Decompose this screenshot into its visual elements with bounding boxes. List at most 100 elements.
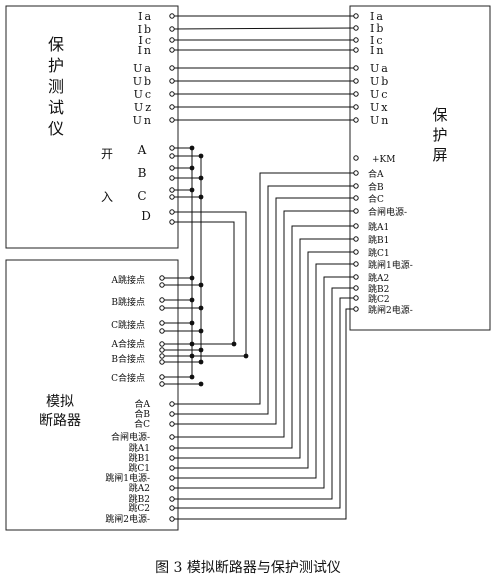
terminal (169, 505, 175, 511)
terminal (353, 261, 359, 267)
terminal-label: 跳C1 (368, 247, 390, 259)
terminal-label: Ib (370, 22, 385, 35)
terminal (353, 65, 359, 71)
junction-dot (198, 381, 204, 387)
terminal (169, 26, 175, 32)
junction-dot (198, 282, 204, 288)
relay-title-char: 护 (432, 126, 447, 144)
terminal (353, 183, 359, 189)
junction-dot (189, 353, 195, 359)
terminal (159, 341, 165, 347)
junction-dot (198, 175, 204, 181)
terminal-label: 跳B1 (368, 234, 389, 246)
terminal-label: 跳B2 (368, 283, 389, 295)
terminal (159, 305, 165, 311)
terminal-label: 合C (368, 193, 384, 205)
terminal-label: C合接点 (111, 372, 145, 384)
terminal-label: 跳B2 (129, 493, 150, 505)
wire (172, 308, 356, 520)
terminal-label: B跳接点 (111, 296, 145, 308)
terminal (169, 219, 175, 225)
breaker-box (5, 259, 179, 531)
terminal-label: C (137, 189, 146, 203)
relay-title-char: 保 (432, 106, 447, 124)
junction-dot (189, 165, 195, 171)
wire (172, 221, 235, 344)
terminal-label: 跳闸1电源- (105, 472, 150, 484)
binary-in-label-bottom: 入 (101, 190, 113, 204)
terminal (169, 421, 175, 427)
junction-dot (198, 359, 204, 365)
terminal (353, 155, 359, 161)
terminal (353, 274, 359, 280)
wire (172, 287, 356, 500)
terminal-label: Uc (134, 88, 153, 101)
wire (172, 197, 356, 425)
terminal (169, 411, 175, 417)
terminal (169, 209, 175, 215)
terminal (169, 165, 175, 171)
terminal-label: A合接点 (111, 338, 146, 350)
terminal-label: 合B (368, 181, 384, 193)
wire (172, 251, 356, 469)
terminal (169, 91, 175, 97)
junction-dot (189, 297, 195, 303)
terminal-label: +KM (372, 155, 395, 165)
terminal (159, 347, 165, 353)
terminal (169, 445, 175, 451)
junction-dot (189, 374, 195, 380)
terminal (169, 434, 175, 440)
terminal (169, 117, 175, 123)
terminal (353, 285, 359, 291)
terminal (169, 516, 175, 522)
terminal (353, 223, 359, 229)
terminal-label: Ia (370, 10, 385, 23)
terminal-label: 跳A1 (368, 221, 389, 233)
wire (172, 172, 356, 405)
terminal (353, 104, 359, 110)
terminal-label: In (138, 44, 153, 57)
terminal-label: Ic (370, 34, 385, 47)
wire (172, 185, 356, 415)
tester-title-char: 保 (48, 35, 64, 54)
junction-dot (198, 305, 204, 311)
terminal (353, 37, 359, 43)
terminal (159, 320, 165, 326)
terminal-label: Un (133, 114, 153, 127)
terminal-label: C跳接点 (111, 319, 145, 331)
terminal-label: Ic (138, 34, 153, 47)
terminal-label: 跳A2 (368, 272, 389, 284)
terminal (169, 13, 175, 19)
junction-dot (189, 145, 195, 151)
terminal-label: Uc (370, 88, 389, 101)
terminal-label: 跳B1 (129, 452, 150, 464)
terminal (169, 455, 175, 461)
terminal (169, 145, 175, 151)
terminal (169, 475, 175, 481)
terminal-label: 跳闸1电源- (368, 259, 413, 271)
terminal-label: Ub (133, 75, 153, 88)
wire (172, 263, 356, 479)
wires-layer (162, 15, 357, 520)
tester-title-char: 仪 (48, 119, 64, 138)
terminal (159, 297, 165, 303)
wire (172, 211, 247, 356)
relay-box (349, 5, 491, 331)
junction-dot (189, 341, 195, 347)
junction-dot (189, 275, 195, 281)
terminal-label: 跳C2 (368, 293, 390, 305)
wire (172, 238, 356, 459)
terminal (169, 37, 175, 43)
terminal-label: In (370, 44, 385, 57)
terminal (169, 194, 175, 200)
junction-dot (243, 353, 249, 359)
terminal-label: Ua (370, 62, 390, 75)
terminal-label: D (141, 209, 151, 223)
terminal-label: 合C (134, 418, 150, 430)
wire (172, 225, 356, 449)
terminal-label: 跳闸2电源- (105, 513, 150, 525)
terminal (169, 465, 175, 471)
terminal (159, 353, 165, 359)
